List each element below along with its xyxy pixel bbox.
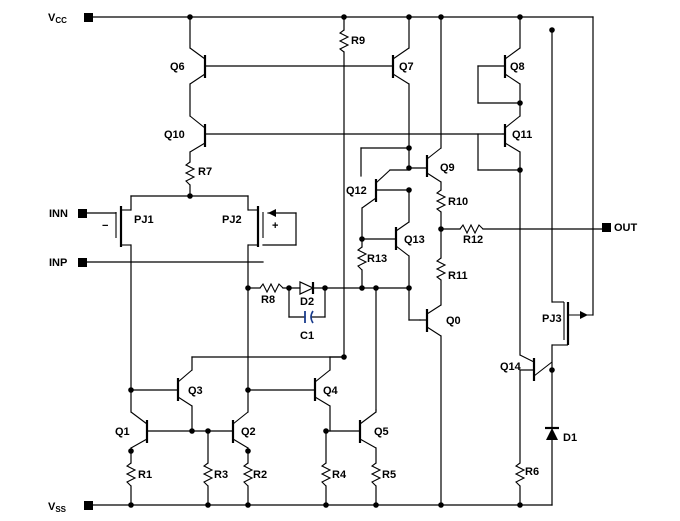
- r9-zigzag: [338, 29, 350, 53]
- pj2-arrow-icon: [268, 209, 276, 217]
- label-r11: R11: [448, 270, 468, 282]
- label-q3: Q3: [188, 385, 203, 397]
- label-r10: R10: [448, 196, 468, 208]
- d1-diode-icon: [546, 428, 558, 440]
- r3-zigzag: [202, 462, 214, 487]
- r7-zigzag: [184, 161, 196, 186]
- label-r8: R8: [261, 294, 275, 306]
- inn-terminal: [78, 209, 87, 218]
- label-pj1: PJ1: [134, 214, 154, 226]
- label-q10: Q10: [164, 129, 185, 141]
- label-r7: R7: [198, 166, 212, 178]
- label-d2: D2: [300, 296, 314, 308]
- label-q6: Q6: [170, 61, 185, 73]
- label-r12: R12: [463, 234, 483, 246]
- label-q4: Q4: [323, 385, 339, 397]
- r9-branch: [191, 16, 350, 371]
- label-c1: C1: [300, 330, 314, 342]
- r6-zigzag: [514, 462, 526, 487]
- label-r6: R6: [525, 466, 539, 478]
- inp-terminal: [78, 258, 87, 267]
- junction-dots: [128, 14, 555, 508]
- label-r13: R13: [367, 253, 387, 265]
- label-q0: Q0: [446, 315, 461, 327]
- r8-zigzag: [259, 282, 284, 294]
- c1-plate-b: [310, 310, 314, 324]
- label-r2: R2: [253, 469, 267, 481]
- r12-zigzag: [459, 223, 484, 235]
- label-pj3: PJ3: [542, 313, 562, 325]
- lower-mirror-left: [125, 369, 254, 506]
- pj-diff-pair: − +: [86, 195, 297, 393]
- inp-label: INP: [49, 257, 67, 269]
- supply-rails: [91, 16, 594, 506]
- r10-zigzag: [435, 189, 447, 213]
- r5-zigzag: [370, 462, 382, 487]
- q9-q0-column: [408, 16, 604, 506]
- label-r9: R9: [351, 35, 365, 47]
- label-pj2: PJ2: [222, 214, 242, 226]
- label-r1: R1: [138, 469, 152, 481]
- label-q14: Q14: [500, 361, 522, 373]
- r4-zigzag: [320, 462, 332, 487]
- label-q1: Q1: [115, 426, 130, 438]
- label-q2: Q2: [241, 426, 256, 438]
- d2-diode-icon: [299, 281, 315, 295]
- r11-zigzag: [435, 257, 447, 281]
- output-driver: [514, 16, 594, 506]
- label-q8: Q8: [510, 61, 525, 73]
- label-q7: Q7: [399, 61, 414, 73]
- r8-d2-c1-chain: [247, 281, 410, 411]
- lower-mirror-right: [247, 356, 382, 506]
- label-q13: Q13: [404, 234, 425, 246]
- out-terminal: [602, 223, 611, 232]
- out-label: OUT: [614, 222, 638, 234]
- label-d1: D1: [563, 432, 577, 444]
- vss-label: VSS: [48, 501, 67, 514]
- label-r3: R3: [214, 469, 228, 481]
- vss-terminal: [84, 501, 93, 510]
- vcc-label: VCC: [48, 12, 67, 25]
- inn-label: INN: [49, 208, 68, 220]
- q8-q11-column: [477, 16, 521, 356]
- pin-terminals: VCC VSS INN INP OUT: [48, 12, 638, 514]
- label-q5: Q5: [374, 426, 389, 438]
- component-labels: Q6 Q10 R7 R9 Q7 Q8 Q11 Q9 Q12 R10 PJ1 PJ…: [115, 35, 577, 481]
- label-r4: R4: [332, 469, 347, 481]
- pj3-arrow-icon: [580, 311, 588, 319]
- pj2-plus-sign: +: [272, 220, 278, 232]
- label-q9: Q9: [440, 162, 455, 174]
- label-q12: Q12: [346, 185, 367, 197]
- r13-zigzag: [356, 246, 368, 271]
- label-q11: Q11: [512, 129, 532, 141]
- pj1-minus-sign: −: [102, 220, 108, 232]
- vcc-terminal: [84, 13, 93, 22]
- label-r5: R5: [382, 469, 396, 481]
- q7-q12-q13-column: [356, 16, 421, 321]
- r2-zigzag: [242, 462, 254, 487]
- r1-zigzag: [125, 462, 137, 487]
